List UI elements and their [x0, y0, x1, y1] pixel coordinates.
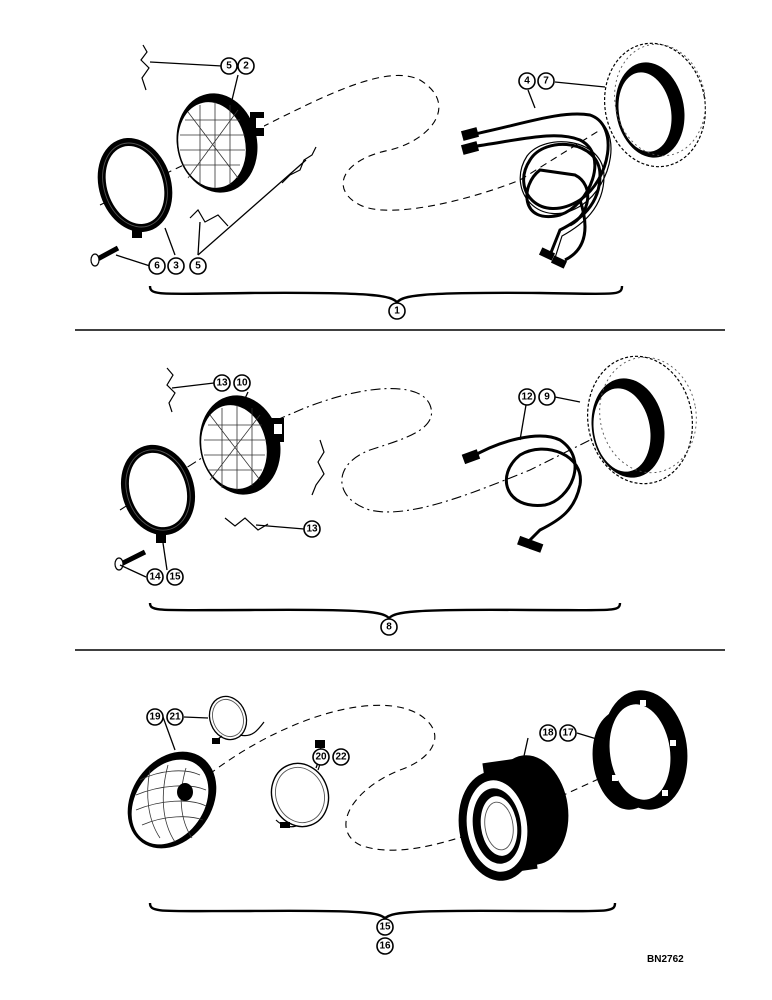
callout-9[interactable]: 9: [538, 388, 556, 406]
svg-text:12: 12: [521, 392, 533, 403]
drawing-number: BN2762: [647, 954, 684, 965]
retaining-ring-1: [97, 138, 173, 238]
assembly-brace-2: [148, 602, 622, 620]
svg-text:22: 22: [335, 752, 347, 763]
svg-text:3: 3: [173, 261, 179, 272]
callout-assembly-15[interactable]: 15: [376, 918, 394, 936]
sealed-beam-lamp-2: [199, 395, 284, 495]
headlight-mounting-2: [586, 355, 697, 485]
callout-6[interactable]: 6: [148, 257, 166, 275]
svg-text:14: 14: [149, 572, 161, 583]
svg-text:2: 2: [243, 61, 249, 72]
lamp-housing: [458, 755, 569, 881]
ring-screw-2: [114, 549, 147, 571]
callout-2[interactable]: 2: [237, 57, 255, 75]
mounting-ring: [592, 690, 688, 810]
callout-19[interactable]: 19: [146, 708, 164, 726]
svg-text:21: 21: [169, 712, 181, 723]
svg-text:13: 13: [216, 378, 228, 389]
wiring-harness-1: [460, 112, 612, 269]
spring-clip-bottom-1: [189, 209, 229, 227]
svg-text:9: 9: [544, 392, 550, 403]
svg-text:15: 15: [169, 572, 181, 583]
spring-clip-right-2: [311, 439, 325, 496]
callout-assembly-8[interactable]: 8: [380, 618, 398, 636]
callout-4[interactable]: 4: [518, 72, 536, 90]
svg-text:19: 19: [149, 712, 161, 723]
wiring-harness-2: [461, 434, 582, 553]
callout-5-bottom[interactable]: 5: [189, 257, 207, 275]
assembly-brace-3: [148, 902, 617, 920]
callout-7[interactable]: 7: [537, 72, 555, 90]
callout-17[interactable]: 17: [559, 724, 577, 742]
svg-text:10: 10: [236, 378, 248, 389]
svg-text:17: 17: [562, 728, 574, 739]
svg-text:5: 5: [226, 61, 232, 72]
svg-text:20: 20: [315, 752, 327, 763]
svg-text:7: 7: [543, 76, 549, 87]
sealed-beam-lamp-1: [176, 93, 264, 193]
callout-13-top[interactable]: 13: [213, 374, 231, 392]
assembly-path-1: [99, 75, 601, 211]
assembly-brace-1: [148, 285, 624, 304]
callout-20[interactable]: 20: [312, 748, 330, 766]
svg-text:16: 16: [379, 941, 391, 952]
callout-12[interactable]: 12: [518, 388, 536, 406]
svg-text:1: 1: [394, 306, 400, 317]
callout-18[interactable]: 18: [539, 724, 557, 742]
svg-text:4: 4: [524, 76, 530, 87]
svg-text:18: 18: [542, 728, 554, 739]
svg-text:13: 13: [306, 524, 318, 535]
callout-assembly-1[interactable]: 1: [388, 302, 406, 320]
callout-21[interactable]: 21: [166, 708, 184, 726]
section-3: 19 21 20 22 18 17 15 16: [127, 690, 688, 955]
callout-10[interactable]: 10: [233, 374, 251, 392]
svg-text:8: 8: [386, 622, 392, 633]
callout-assembly-16[interactable]: 16: [376, 937, 394, 955]
assembly-path-2: [119, 388, 611, 513]
retaining-ring-2: [120, 444, 196, 543]
headlight-mounting-1: [603, 42, 707, 168]
spring-clip-bottom-2: [224, 517, 269, 531]
section-1: 5 2 6 3 5 4 7 1: [90, 42, 707, 320]
lens-grille: [127, 751, 217, 849]
callout-22[interactable]: 22: [332, 748, 350, 766]
callout-13-bottom[interactable]: 13: [303, 520, 321, 538]
callout-3[interactable]: 3: [167, 257, 185, 275]
spring-clip-top-2: [166, 367, 176, 413]
callout-15-ring[interactable]: 15: [166, 568, 184, 586]
assembly-path-3: [149, 704, 641, 851]
section-2: 13 10 13 14 15 12 9 8: [114, 355, 697, 636]
ring-screw-1: [90, 245, 120, 267]
spring-clip-top-1: [140, 44, 150, 91]
callout-5-top[interactable]: 5: [220, 57, 238, 75]
spring-clip-right-1: [281, 146, 317, 184]
svg-text:6: 6: [154, 261, 160, 272]
gasket-ring: [208, 695, 265, 744]
callout-14[interactable]: 14: [146, 568, 164, 586]
svg-text:15: 15: [379, 922, 391, 933]
svg-text:5: 5: [195, 261, 201, 272]
